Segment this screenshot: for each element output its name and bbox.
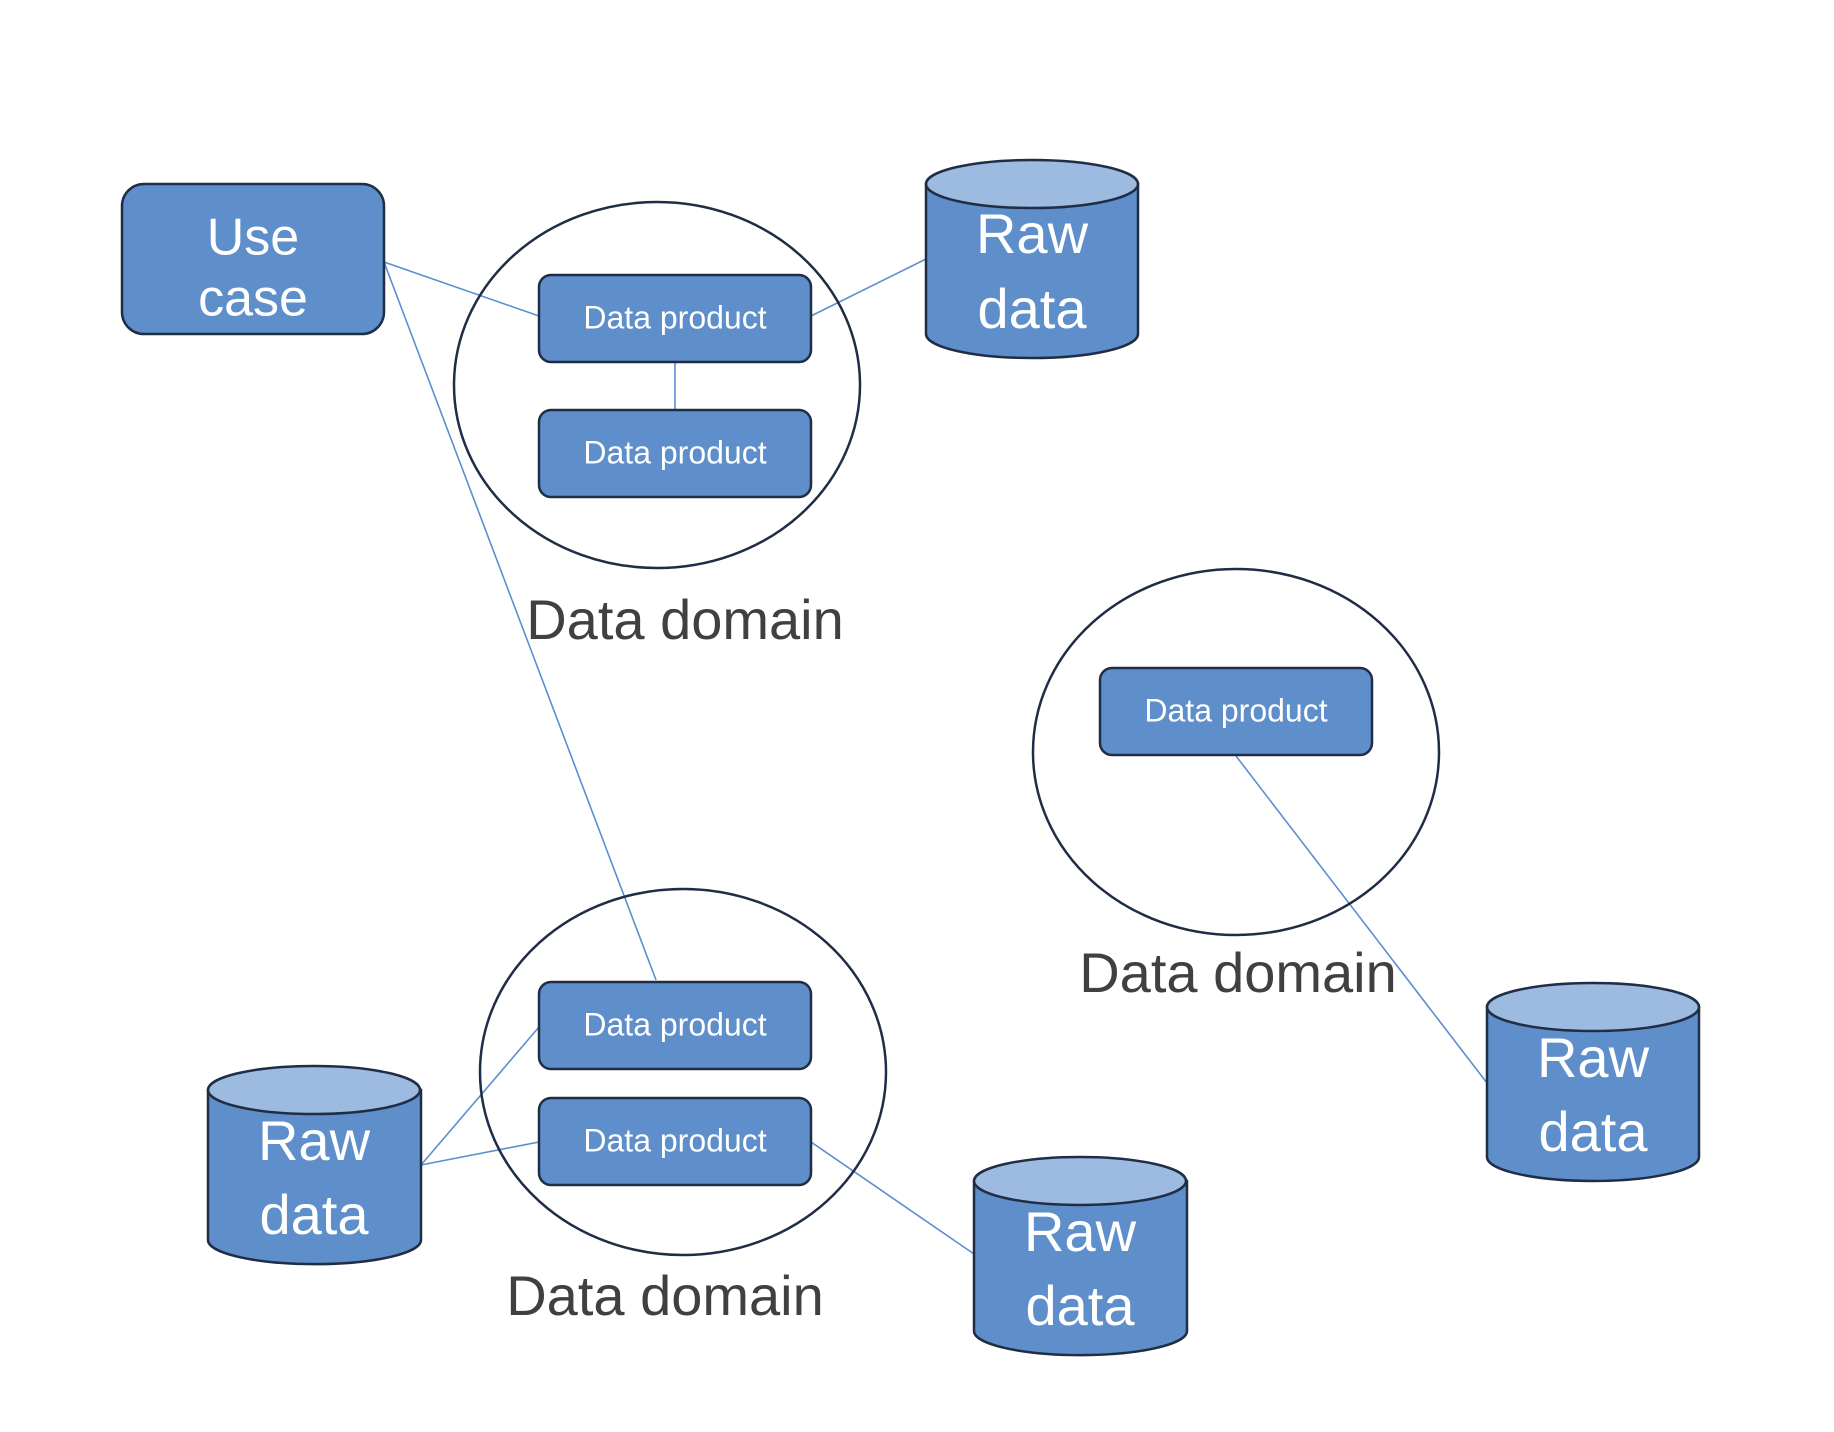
domain-b-data-product-1[interactable]: Data product	[1098, 666, 1374, 757]
use-case-label-line2: case	[198, 270, 308, 328]
connectors	[383, 258, 1488, 1255]
raw-data-label-line1: Raw	[258, 1109, 371, 1172]
domain-a-data-product-2[interactable]: Data product	[537, 408, 813, 499]
raw-data-c-right-cylinder[interactable]: Raw data	[972, 1155, 1189, 1357]
connector-raw-c-left-product-c2	[420, 1141, 540, 1166]
domain-a-label: Data domain	[526, 588, 844, 651]
raw-data-label-line1: Raw	[1024, 1200, 1137, 1263]
use-case-label-line1: Use	[207, 209, 299, 267]
raw-data-label-line2: data	[1539, 1100, 1649, 1163]
cylinder-body	[972, 1179, 1189, 1357]
cylinder-body	[1485, 1005, 1701, 1183]
raw-data-label-line2: data	[1026, 1274, 1136, 1337]
domain-c-boundary	[478, 887, 888, 1257]
domain-b-boundary	[1031, 567, 1441, 937]
connector-usecase-product-c1	[383, 261, 657, 981]
use-case-box[interactable]: Use case	[120, 182, 386, 336]
cylinder-top	[924, 158, 1140, 210]
domain-a-data-product-1[interactable]: Data product	[537, 273, 813, 364]
use-case-shape	[120, 182, 386, 336]
raw-data-label-line1: Raw	[1537, 1026, 1650, 1089]
connector-product-b1-raw-b	[1235, 755, 1488, 1084]
domain-c-data-product-1[interactable]: Data product	[537, 980, 813, 1071]
raw-data-label-line1: Raw	[976, 202, 1089, 265]
connector-product-c2-raw-c-right	[810, 1141, 975, 1255]
cylinder-body	[206, 1088, 423, 1266]
connector-raw-c-left-product-c1	[420, 1026, 540, 1166]
raw-data-c-left-cylinder[interactable]: Raw data	[206, 1064, 423, 1266]
domain-b-label: Data domain	[1079, 941, 1397, 1004]
raw-data-label-line2: data	[260, 1183, 370, 1246]
connector-usecase-product-a1	[383, 261, 540, 317]
data-product-shape	[537, 408, 813, 499]
data-product-shape	[537, 980, 813, 1071]
raw-data-label-line2: data	[978, 277, 1088, 340]
domain-c-label: Data domain	[506, 1264, 824, 1327]
data-product-label: Data product	[583, 1006, 766, 1042]
data-product-shape	[537, 273, 813, 364]
cylinder-top	[1485, 981, 1701, 1033]
domain-a-boundary	[452, 200, 862, 570]
data-product-shape	[1098, 666, 1374, 757]
data-product-label: Data product	[583, 1122, 766, 1158]
connector-product-a1-raw-a	[810, 258, 927, 317]
cylinder-top	[206, 1064, 422, 1116]
raw-data-b-cylinder[interactable]: Raw data	[1485, 981, 1701, 1183]
raw-data-a-cylinder[interactable]: Raw data	[924, 158, 1140, 360]
data-product-shape	[537, 1096, 813, 1187]
cylinder-body	[924, 182, 1140, 360]
data-product-label: Data product	[1144, 692, 1327, 728]
data-product-label: Data product	[583, 299, 766, 335]
data-product-label: Data product	[583, 434, 766, 470]
cylinder-top	[972, 1155, 1188, 1207]
domain-c-data-product-2[interactable]: Data product	[537, 1096, 813, 1187]
